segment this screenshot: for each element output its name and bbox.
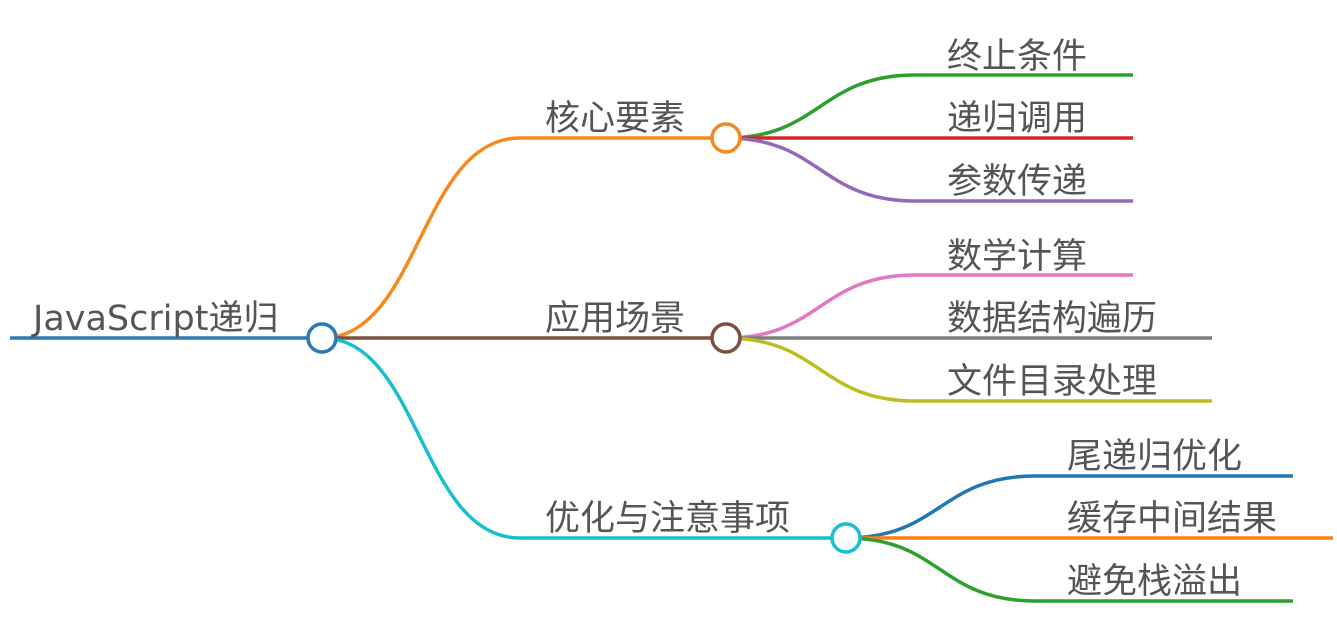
- branch-label-3[interactable]: 优化与注意事项: [545, 499, 790, 539]
- branch-connector-1: [321, 136, 726, 340]
- leaf-connector-3-1: [845, 474, 1293, 540]
- branch-node-2[interactable]: [710, 322, 742, 354]
- leaf-connector-1-3: [725, 136, 1133, 203]
- leaf-label-2-1[interactable]: 数学计算: [947, 237, 1087, 277]
- branch-node-1[interactable]: [710, 122, 742, 154]
- leaf-label-3-3[interactable]: 避免栈溢出: [1067, 562, 1242, 602]
- leaf-label-2-3[interactable]: 文件目录处理: [947, 362, 1157, 402]
- root-label[interactable]: JavaScript递归: [31, 299, 278, 339]
- leaf-label-1-3[interactable]: 参数传递: [947, 162, 1087, 202]
- branch-label-1[interactable]: 核心要素: [545, 99, 685, 139]
- leaf-connector-2-1: [725, 273, 1133, 340]
- branch-label-2[interactable]: 应用场景: [545, 299, 685, 339]
- root-node[interactable]: [306, 322, 338, 354]
- leaf-connector-2-3: [725, 336, 1212, 403]
- branch-connector-3: [321, 336, 846, 540]
- leaf-label-3-2[interactable]: 缓存中间结果: [1067, 499, 1277, 539]
- leaf-connector-3-3: [845, 536, 1293, 603]
- leaf-label-1-1[interactable]: 终止条件: [947, 37, 1087, 77]
- branch-node-3[interactable]: [830, 522, 862, 554]
- leaf-label-2-2[interactable]: 数据结构遍历: [947, 299, 1157, 339]
- leaf-connector-1-1: [725, 73, 1133, 140]
- leaf-label-3-1[interactable]: 尾递归优化: [1067, 437, 1242, 477]
- leaf-label-1-2[interactable]: 递归调用: [947, 99, 1087, 139]
